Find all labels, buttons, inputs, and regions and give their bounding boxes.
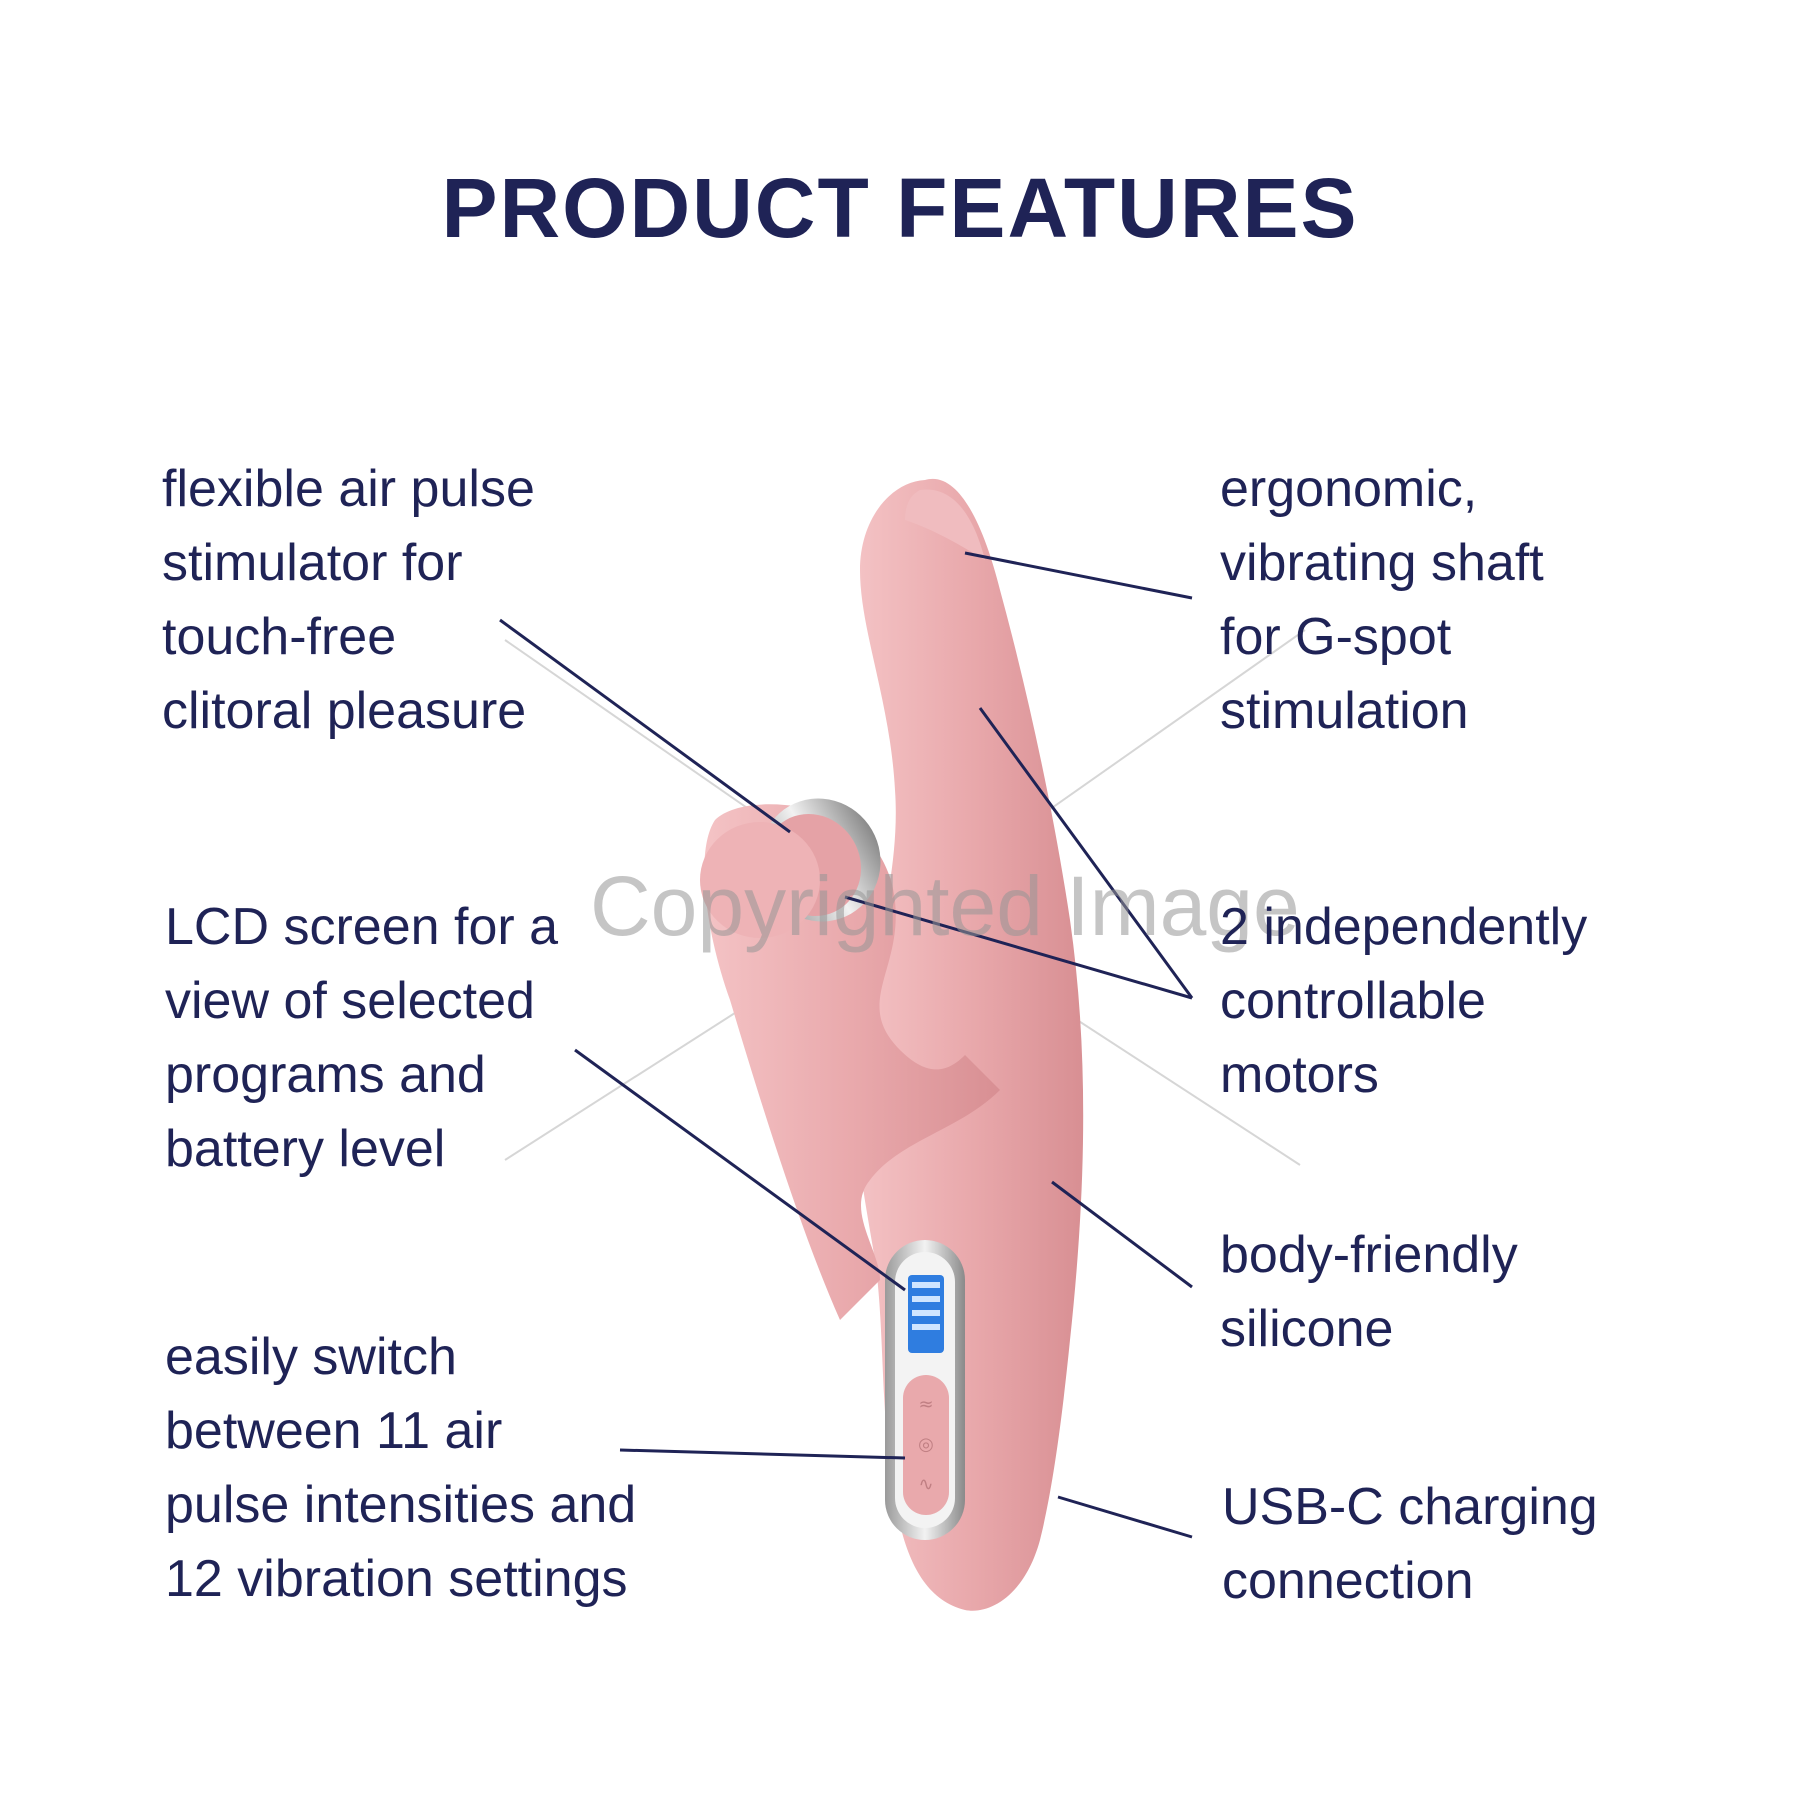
feature-usb-c: USB-C charging connection xyxy=(1222,1470,1598,1618)
svg-text:∿: ∿ xyxy=(918,1474,933,1495)
feature-line: connection xyxy=(1222,1552,1474,1610)
feature-motors: 2 independently controllable motors xyxy=(1220,890,1587,1112)
leader-silicone xyxy=(1051,1180,1193,1289)
feature-line: view of selected xyxy=(165,972,535,1030)
feature-silicone: body-friendly silicone xyxy=(1220,1218,1518,1366)
feature-line: pulse intensities and xyxy=(165,1476,637,1534)
feature-line: programs and xyxy=(165,1046,486,1104)
feature-ergonomic-shaft: ergonomic, vibrating shaft for G-spot st… xyxy=(1220,452,1544,748)
feature-line: body-friendly xyxy=(1220,1226,1518,1284)
feature-line: flexible air pulse xyxy=(162,460,535,518)
feature-line: for G-spot xyxy=(1220,608,1452,666)
leader-lcd xyxy=(574,1048,906,1292)
feature-line: 2 independently xyxy=(1220,898,1588,956)
feature-line: vibrating shaft xyxy=(1220,534,1544,592)
feature-line: touch-free xyxy=(162,608,397,666)
watermark-text: Copyrighted Image xyxy=(590,859,1300,953)
leader-motor-b xyxy=(844,895,1193,1000)
feature-line: battery level xyxy=(165,1120,446,1178)
leader-switch xyxy=(619,1448,906,1460)
feature-line: clitoral pleasure xyxy=(162,682,527,740)
feature-line: stimulation xyxy=(1220,682,1469,740)
leader-air-pulse xyxy=(499,618,791,834)
feature-air-pulse: flexible air pulse stimulator for touch-… xyxy=(162,452,535,748)
feature-line: LCD screen for a xyxy=(165,898,559,956)
leader-usb xyxy=(1057,1495,1193,1539)
feature-switch-settings: easily switch between 11 air pulse inten… xyxy=(165,1320,636,1616)
svg-text:≈: ≈ xyxy=(918,1394,933,1415)
page-title: PRODUCT FEATURES xyxy=(441,161,1359,255)
feature-line: easily switch xyxy=(165,1328,457,1386)
feature-lcd-screen: LCD screen for a view of selected progra… xyxy=(165,890,558,1186)
feature-line: silicone xyxy=(1220,1300,1394,1358)
leader-shaft xyxy=(964,551,1193,600)
feature-line: ergonomic, xyxy=(1220,460,1478,518)
feature-line: 12 vibration settings xyxy=(165,1550,628,1608)
feature-line: USB-C charging xyxy=(1222,1478,1598,1536)
feature-line: stimulator for xyxy=(162,534,463,592)
feature-line: between 11 air xyxy=(165,1402,503,1460)
svg-text:◎: ◎ xyxy=(918,1434,934,1455)
feature-line: motors xyxy=(1220,1046,1379,1104)
leader-motor-a xyxy=(978,707,1194,999)
leader-lines xyxy=(499,551,1194,1539)
button-panel xyxy=(903,1375,949,1515)
shaft-tip-ridge xyxy=(905,489,985,560)
feature-line: controllable xyxy=(1220,972,1486,1030)
